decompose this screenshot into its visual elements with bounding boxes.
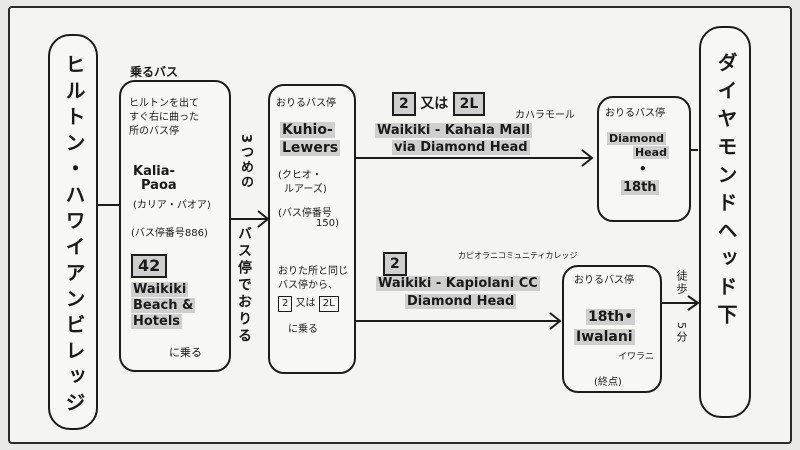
dest-bottom-line-2-text: Iwalani (574, 329, 635, 345)
dest-top-box: おりるバス停 Diamond Head • 18th (597, 96, 691, 222)
route-bottom-line-1-text: Waikiki - Kapiolani CC (376, 276, 540, 291)
board-note-1: ヒルトンを出て (129, 98, 199, 109)
route-top-line-2: via Diamond Head (392, 140, 530, 155)
transfer-stop-name-1: Kuhio- (280, 122, 335, 138)
origin-box: ヒルトン・ハワイアンビレッジ (48, 34, 98, 430)
route-top-a: 2 (392, 92, 416, 116)
walk-time: 5分 (675, 322, 688, 344)
board-stop-number: (バス停番号886) (131, 228, 208, 239)
transfer-heading: おりるバス停 (276, 98, 336, 109)
dest-bottom-kana: イワラニ (618, 352, 655, 362)
route-bottom-2: 2 (383, 252, 407, 276)
route-bottom-line-1: Waikiki - Kapiolani CC (376, 276, 540, 291)
route-top-line-1: Waikiki - Kahala Mall (375, 123, 533, 138)
board-stop-name-2: Paoa (141, 178, 177, 193)
dest-top-heading: おりるバス停 (605, 108, 665, 119)
dest-top-line-1-text: Diamond (607, 132, 667, 145)
origin-label: ヒルトン・ハワイアンビレッジ (62, 54, 86, 418)
route-bottom-badge: 2 (383, 252, 407, 276)
route-top-b: 2L (452, 92, 486, 116)
board-route-name-1: Waikiki (131, 282, 189, 297)
transfer-route-a: 2 (278, 296, 293, 312)
board-note-3: 所のバス停 (129, 126, 179, 137)
board-box: ヒルトンを出て すぐ右に曲った 所のバス停 Kalia- Paoa (カリア・パ… (119, 80, 231, 372)
dest-bottom-line-1-text: 18th• (586, 309, 636, 325)
route-bottom-kana: カピオラニコミュニティカレッジ (458, 251, 578, 260)
board-route-name-1-text: Waikiki (131, 282, 189, 297)
transfer-ride-label: に乗る (288, 324, 318, 335)
board-ride-label: に乗る (169, 346, 202, 359)
destination-box: ダイヤモンドヘッド下 (699, 26, 751, 418)
route-top-kana: カハラモール (515, 110, 575, 121)
route-top-line-2-text: via Diamond Head (392, 140, 530, 155)
route-top-line-1-text: Waikiki - Kahala Mall (375, 123, 533, 138)
transfer-note-col-1: 3つめの (238, 134, 253, 191)
transfer-stop-kana-2: ルアーズ) (284, 184, 327, 195)
route-bottom-line-2-text: Diamond Head (405, 294, 517, 309)
transfer-stop-number-1: (バス停番号 (278, 208, 332, 219)
transfer-stop-name-1-text: Kuhio- (280, 122, 335, 138)
route-42-badge: 42 (131, 254, 168, 278)
walk-label: 徒歩 (675, 270, 688, 296)
dest-top-line-1: Diamond (607, 132, 667, 145)
dest-top-line-2: Head (633, 146, 669, 159)
dest-bottom-box: おりるバス停 18th• Iwalani イワラニ (終点) (562, 265, 662, 393)
transfer-stop-name-2-text: Lewers (280, 140, 341, 156)
destination-label: ダイヤモンドヘッド下 (714, 52, 738, 332)
transfer-note-col-2: バス停でおりる (236, 226, 252, 345)
board-stop-kana: (カリア・パオア) (133, 200, 211, 211)
dest-top-line-3-text: 18th (621, 180, 659, 195)
board-route-name-2: Beach & (131, 298, 196, 313)
route-top-or: 又は (420, 96, 449, 112)
board-heading: 乗るバス (130, 65, 179, 79)
dest-bottom-line-2: Iwalani (574, 329, 635, 345)
transfer-box: おりるバス停 Kuhio- Lewers (クヒオ・ ルアーズ) (バス停番号 … (268, 84, 356, 374)
board-route-name-3-text: Hotels (131, 314, 183, 329)
dest-top-line-2-text: Head (633, 146, 669, 159)
board-route-name-2-text: Beach & (131, 298, 196, 313)
transfer-routes: 2 又は 2L (278, 294, 339, 312)
dest-bottom-line-1: 18th• (586, 309, 636, 325)
dest-top-dot: • (639, 162, 647, 176)
transfer-stop-kana-1: (クヒオ・ (278, 170, 322, 181)
transfer-note-1: おりた所と同じ (278, 266, 348, 277)
transfer-stop-number-2: 150) (316, 218, 339, 229)
transfer-note-2: バス停から、 (278, 280, 338, 291)
board-route-badge: 42 (131, 254, 168, 278)
transfer-or: 又は (295, 298, 316, 309)
dest-bottom-heading: おりるバス停 (574, 275, 634, 286)
board-stop-name-1: Kalia- (133, 164, 175, 179)
route-top-badges: 2 又は 2L (392, 92, 486, 116)
route-bottom-line-2: Diamond Head (405, 294, 517, 309)
dest-top-line-3: 18th (621, 180, 659, 195)
board-route-name-3: Hotels (131, 314, 183, 329)
transfer-stop-name-2: Lewers (280, 140, 341, 156)
transfer-route-b: 2L (318, 296, 339, 312)
board-note-2: すぐ右に曲った (129, 112, 199, 123)
dest-bottom-terminal: (終点) (594, 377, 622, 388)
